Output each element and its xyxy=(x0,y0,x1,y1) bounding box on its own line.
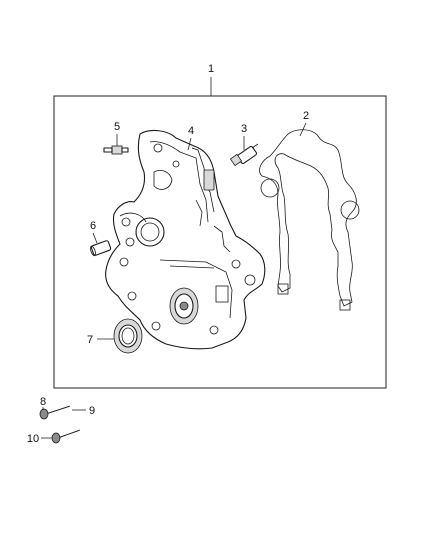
dowel-part-6[interactable] xyxy=(89,240,112,257)
callout-3[interactable]: 3 xyxy=(241,123,247,135)
timing-cover-part-4[interactable] xyxy=(105,129,266,350)
bolt-part-10[interactable] xyxy=(51,429,81,444)
washer-part-8[interactable] xyxy=(39,408,49,420)
assembly-frame xyxy=(53,95,387,389)
callout-2[interactable]: 2 xyxy=(303,110,309,122)
leader-4 xyxy=(187,137,192,151)
callout-9[interactable]: 9 xyxy=(89,405,95,417)
callout-10[interactable]: 10 xyxy=(27,433,39,445)
callout-8[interactable]: 8 xyxy=(40,396,46,408)
callout-4[interactable]: 4 xyxy=(188,125,194,137)
callout-1[interactable]: 1 xyxy=(208,63,214,75)
callout-5[interactable]: 5 xyxy=(114,121,120,133)
callout-7[interactable]: 7 xyxy=(87,334,93,346)
callout-6[interactable]: 6 xyxy=(90,220,96,232)
stud-part-5[interactable] xyxy=(103,145,129,155)
gasket-part-2[interactable] xyxy=(259,129,360,311)
leader-2 xyxy=(299,122,307,137)
sensor-part-3[interactable] xyxy=(229,143,259,167)
seal-part-7[interactable] xyxy=(113,318,143,354)
bolt-part-9[interactable] xyxy=(45,405,71,415)
leader-6 xyxy=(92,232,98,244)
